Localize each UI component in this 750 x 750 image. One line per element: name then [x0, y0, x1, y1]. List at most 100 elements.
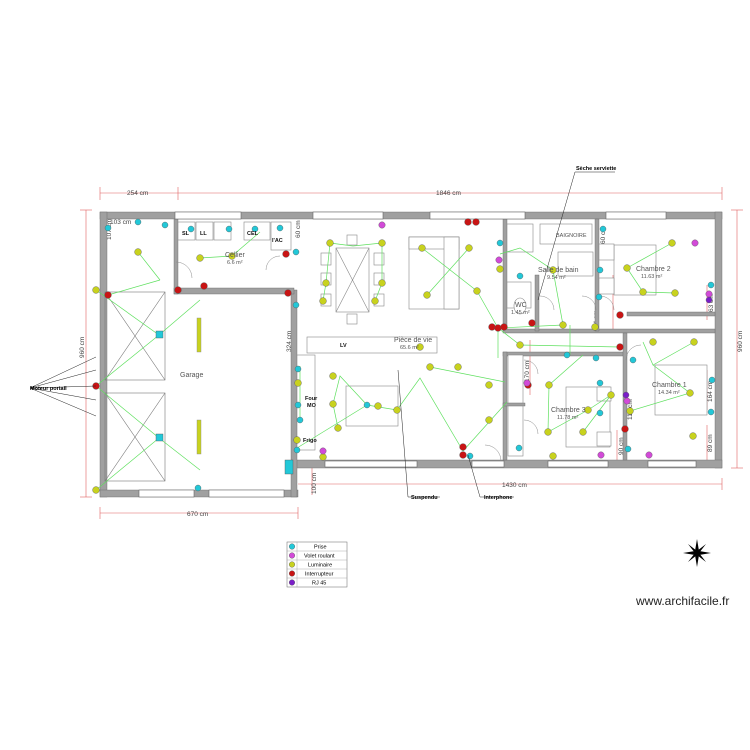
- shutter-symbol: [705, 290, 713, 298]
- bathtub: [539, 223, 593, 245]
- light-symbol: [626, 407, 634, 415]
- light-symbol: [423, 291, 431, 299]
- outlet-symbol: [292, 248, 300, 256]
- fixture-frigo: Frigo: [303, 438, 317, 444]
- light-symbol: [516, 341, 524, 349]
- rj45-symbol: [622, 391, 630, 399]
- switch-symbol: [616, 343, 624, 351]
- dim-right-height: 960 cm: [737, 331, 744, 352]
- outlet-symbol: [708, 376, 716, 384]
- callout-suspendu: Suspendu: [411, 495, 438, 501]
- light-symbol: [579, 428, 587, 436]
- switch-symbol: [284, 289, 292, 297]
- dim-170: 170 cm: [524, 361, 531, 382]
- shutter-symbol: [623, 397, 631, 405]
- dim-63: 63 cm: [708, 294, 715, 312]
- outlet-symbol: [596, 409, 604, 417]
- fixture-cel: CEL: [247, 231, 259, 237]
- outlet-symbol: [194, 484, 202, 492]
- room-chambre1-name: Chambre 1: [652, 382, 687, 389]
- light-symbol: [371, 297, 379, 305]
- dimension-lines: [80, 187, 743, 519]
- light-symbol: [378, 239, 386, 247]
- fixture-mo: MO: [307, 403, 317, 409]
- outlet-symbol: [629, 356, 637, 364]
- shutter-symbol: [378, 221, 386, 229]
- switch-symbol: [472, 218, 480, 226]
- outlet-symbol: [599, 225, 607, 233]
- light-symbol: [326, 239, 334, 247]
- legend-swatch-luminaire: [289, 561, 296, 568]
- compass-rose-icon: [683, 539, 711, 567]
- light-symbol: [545, 381, 553, 389]
- light-symbol: [671, 289, 679, 297]
- light-symbol: [668, 239, 676, 247]
- outlet-symbol: [596, 266, 604, 274]
- outlet-symbol: [296, 416, 304, 424]
- outlet-symbol: [251, 225, 259, 233]
- light-symbol: [134, 248, 142, 256]
- outlet-symbol: [293, 446, 301, 454]
- rj45-symbol: [705, 296, 713, 304]
- legend-label-prise: Prise: [314, 545, 327, 551]
- light-symbol: [649, 338, 657, 346]
- outlet-symbol: [294, 401, 302, 409]
- switch-symbol: [464, 218, 472, 226]
- light-symbol: [416, 343, 424, 351]
- switch-symbol: [459, 451, 467, 459]
- outlet-boxes: [155, 330, 294, 475]
- light-symbol: [378, 279, 386, 287]
- room-piece-area: 65.6 m²: [400, 345, 419, 351]
- outlets: [104, 218, 716, 492]
- switch-symbol: [174, 286, 182, 294]
- callout-labels: Moteur portail Sèche serviette Suspendu …: [30, 166, 616, 501]
- wall-windows: [138, 211, 697, 498]
- outlet-symbol: [187, 225, 195, 233]
- dim-89: 89 cm: [707, 434, 714, 452]
- switch-symbol: [500, 323, 508, 331]
- switch-symbol: [200, 282, 208, 290]
- legend-label-volet: Volet roulant: [304, 554, 335, 560]
- dim-bottom-left: 670 cm: [187, 511, 208, 518]
- room-garage-name: Garage: [180, 372, 203, 379]
- fixture-bathtub-label: BAIGNOIRE: [556, 233, 587, 239]
- callout-interphone: Interphone: [484, 495, 512, 501]
- garage-bays: [104, 291, 166, 482]
- outlet-symbol: [104, 224, 112, 232]
- light-symbol: [559, 321, 567, 329]
- light-symbol: [639, 288, 647, 296]
- outlet-symbol: [595, 293, 603, 301]
- light-symbol: [549, 266, 557, 274]
- light-symbol: [319, 453, 327, 461]
- shutter-symbol: [319, 447, 327, 455]
- switch-symbol: [616, 311, 624, 319]
- dim-60: 60 cm: [295, 220, 302, 238]
- light-symbol: [485, 416, 493, 424]
- fixture-ac: l'AC: [272, 238, 283, 244]
- light-symbol: [319, 297, 327, 305]
- room-chambre3-area: 11.78 m²: [557, 415, 578, 421]
- light-symbol: [623, 264, 631, 272]
- outlet-symbol: [294, 365, 302, 373]
- legend-swatch-interrupteur: [289, 570, 296, 577]
- room-chambre2-name: Chambre 2: [636, 266, 671, 273]
- legend-label-luminaire: Luminaire: [308, 563, 332, 569]
- light-symbol: [686, 389, 694, 397]
- room-chambre3-name: Chambre 3: [551, 407, 586, 414]
- light-symbol: [485, 381, 493, 389]
- callout-seche: Sèche serviette: [576, 166, 616, 172]
- dim-left-height: 960 cm: [79, 337, 86, 358]
- bed-chambre2: [613, 244, 657, 296]
- switch-symbol: [104, 291, 112, 299]
- door-swings: [175, 255, 642, 462]
- light-symbol: [584, 406, 592, 414]
- light-symbol: [454, 363, 462, 371]
- shutter-symbol: [597, 451, 605, 459]
- dim-bottom-right: 1430 cm: [502, 482, 527, 489]
- room-sdb-name: Salle de bain: [538, 267, 579, 274]
- legend-label-interrupteur: Interrupteur: [305, 572, 334, 578]
- light-symbol: [322, 279, 330, 287]
- room-cellier-name: Cellier: [225, 252, 246, 259]
- fixture-four: Four: [305, 396, 318, 402]
- dim-hall-324: 324 cm: [286, 331, 293, 352]
